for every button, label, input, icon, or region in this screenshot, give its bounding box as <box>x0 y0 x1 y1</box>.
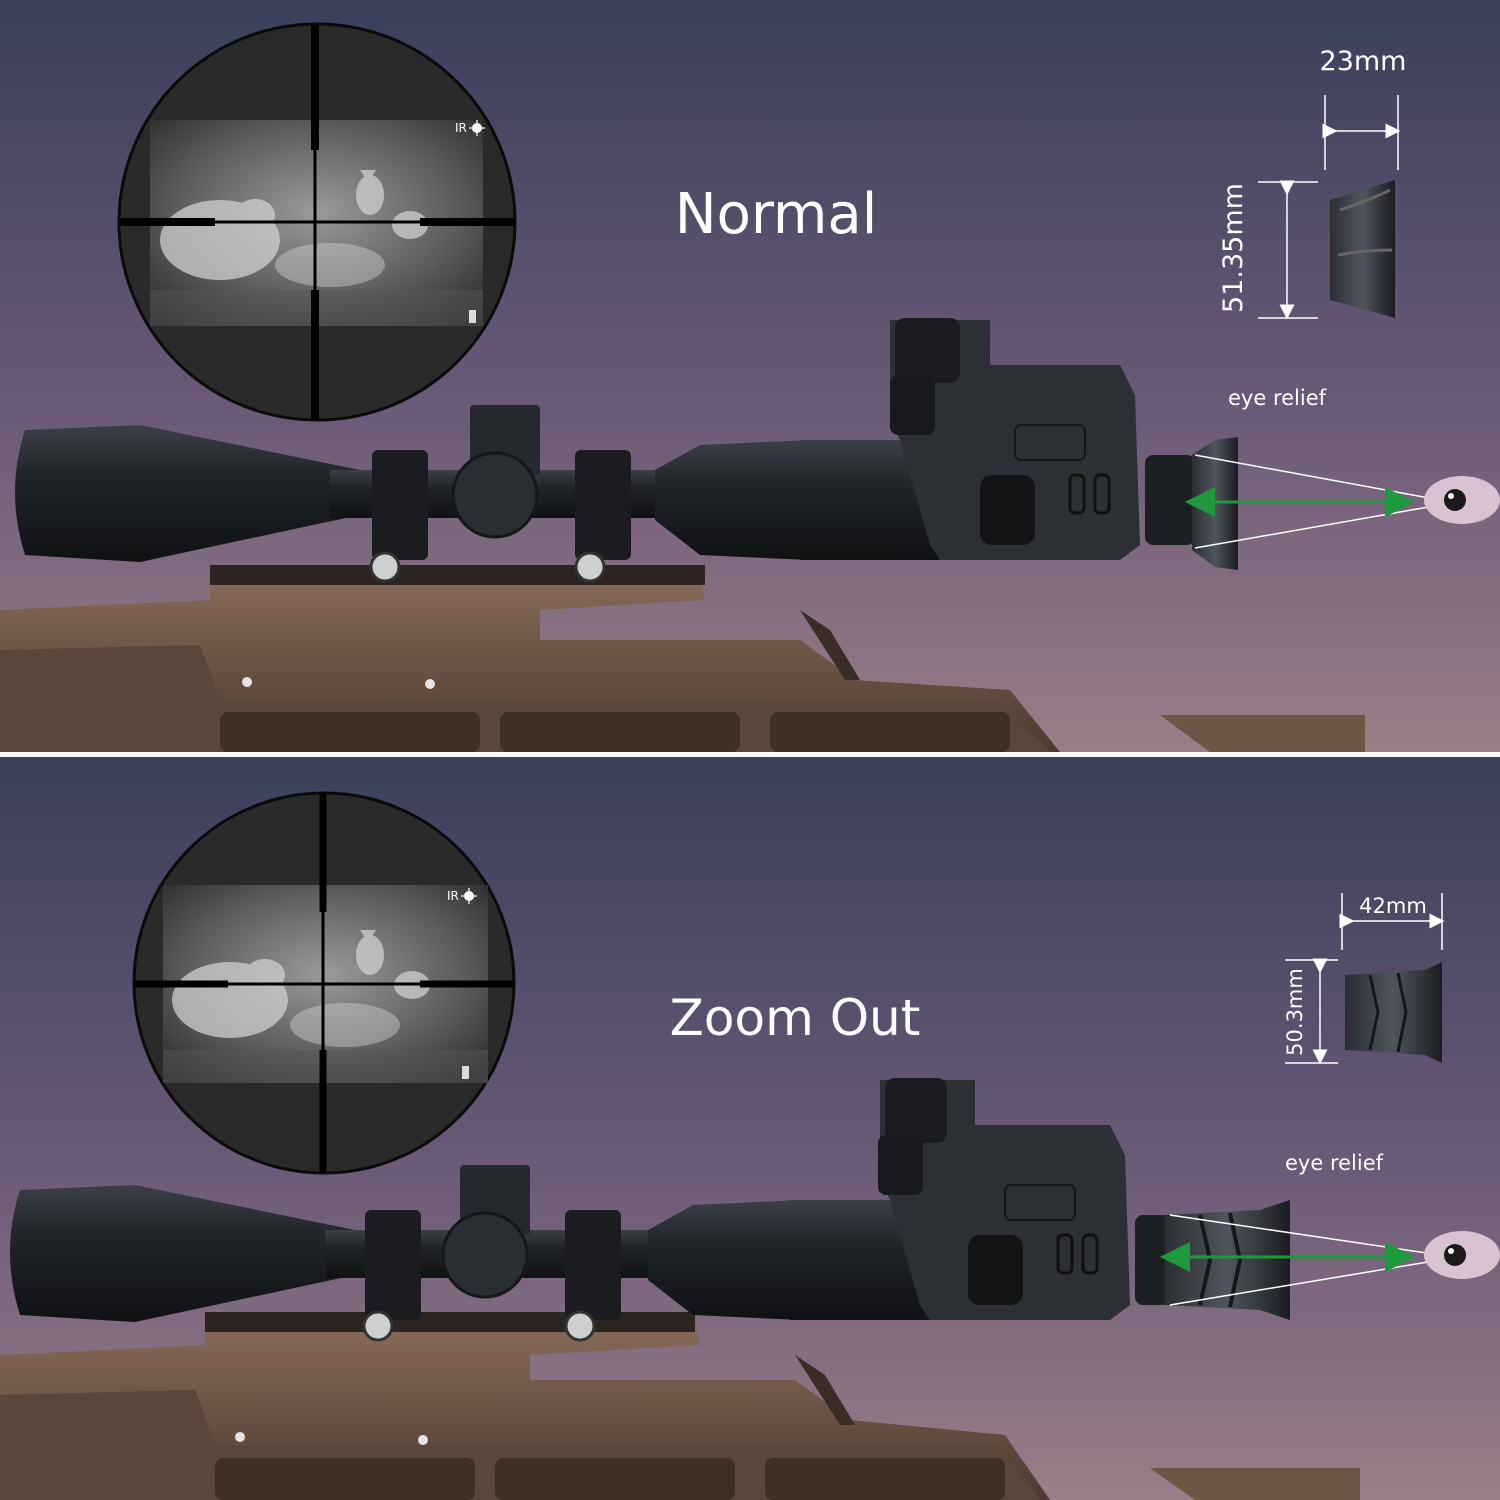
eyecup-profile <box>1345 962 1442 1063</box>
sun-icon <box>461 888 477 904</box>
height-dimension-label: 50.3mm <box>1283 968 1307 1056</box>
width-dimension-label: 23mm <box>1320 46 1407 77</box>
mode-title: Normal <box>675 182 878 247</box>
night-vision-device <box>800 318 1195 560</box>
eyecup-profile <box>1330 180 1395 318</box>
rifle-scope <box>15 405 810 583</box>
eye-icon <box>1424 476 1500 524</box>
panel-zoom-out: eye relief 42mm 50.3mm Zoom Out <box>0 757 1500 1500</box>
panel-normal: eye relief 23mm 51.35mm Normal <box>0 0 1500 752</box>
ir-indicator: IR <box>447 889 459 903</box>
battery-icon <box>462 1066 469 1079</box>
eyecup-diagram-normal <box>1258 95 1401 320</box>
night-vision-device <box>790 1078 1170 1320</box>
eyecup-diagram-zoom <box>1285 893 1445 1065</box>
height-dimension-label: 51.35mm <box>1218 183 1249 313</box>
rifle-stock <box>0 565 1365 752</box>
rifle-stock <box>0 1312 1360 1500</box>
reticle-view: IR <box>132 791 516 1175</box>
eye-relief-indicator <box>1160 1214 1500 1306</box>
eye-icon <box>1424 1231 1500 1279</box>
sun-icon <box>469 120 485 136</box>
battery-icon <box>469 310 476 323</box>
rifle-scope <box>10 1165 800 1342</box>
ir-indicator: IR <box>455 121 467 135</box>
eye-relief-label: eye relief <box>1285 1151 1384 1175</box>
mode-title: Zoom Out <box>670 989 921 1047</box>
eye-relief-label: eye relief <box>1228 386 1327 410</box>
panel-divider <box>0 752 1500 757</box>
eye-relief-indicator <box>1185 454 1500 549</box>
reticle-view: IR <box>117 22 517 422</box>
width-dimension-label: 42mm <box>1359 894 1427 918</box>
